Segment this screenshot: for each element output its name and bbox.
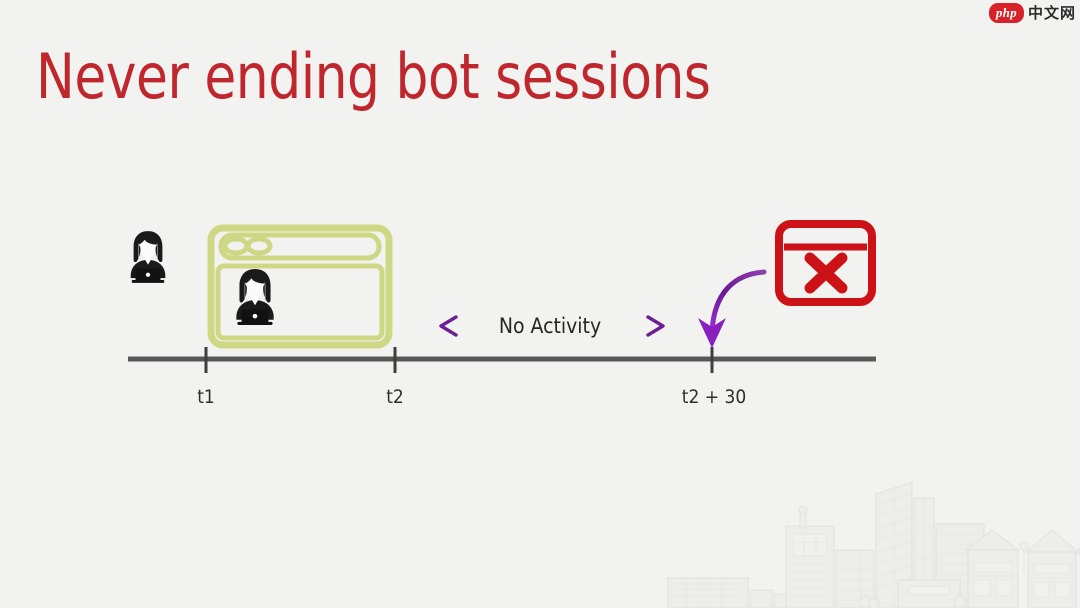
browser-tab-oval-right <box>245 236 273 256</box>
arrow-right-icon <box>620 315 665 337</box>
timeline-label-t2plus30: t2 + 30 <box>681 386 747 408</box>
person-with-laptop-icon <box>130 231 166 283</box>
timeline-label-t1: t1 <box>197 386 215 408</box>
arrow-left-icon <box>439 315 483 337</box>
browser-window-icon <box>207 224 393 349</box>
city-skyline-illustration <box>667 481 1080 608</box>
no-activity-label: No Activity <box>498 314 602 338</box>
browser-tab-oval-left <box>222 236 250 256</box>
php-logo-badge: php <box>988 2 1024 23</box>
watermark: php 中文网 <box>988 2 1076 23</box>
browser-window-error-icon <box>775 220 876 306</box>
timeline-label-t2: t2 <box>386 386 404 408</box>
close-x-icon <box>804 252 848 294</box>
page-title: Never ending bot sessions <box>36 40 711 113</box>
curved-arrow-icon <box>698 269 767 348</box>
person-with-laptop-icon-in-session <box>236 269 274 325</box>
watermark-site-text: 中文网 <box>1027 4 1076 22</box>
